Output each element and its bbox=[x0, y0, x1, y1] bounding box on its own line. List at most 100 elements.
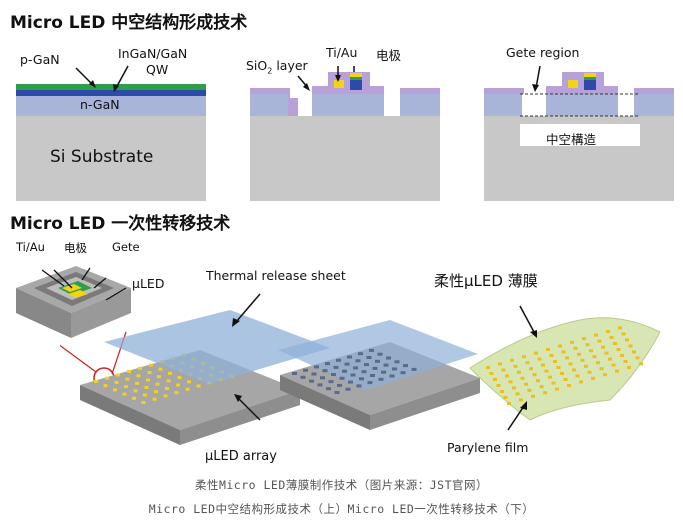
uled-chip bbox=[174, 391, 179, 395]
uled-chip bbox=[536, 379, 540, 383]
uled-chip bbox=[326, 387, 331, 391]
uled-chip bbox=[556, 366, 561, 369]
uled-chip bbox=[135, 381, 139, 385]
ingan-arrow bbox=[115, 65, 129, 89]
uled-chip bbox=[505, 374, 509, 378]
uled-chip bbox=[628, 344, 633, 348]
uled-chip bbox=[138, 366, 142, 370]
inset-electrode-label: 电极 bbox=[64, 241, 87, 255]
ingan-layer bbox=[16, 90, 206, 96]
gete-region-label: Gete region bbox=[506, 45, 580, 60]
uled-chip bbox=[611, 363, 616, 367]
uled-chip bbox=[325, 362, 330, 366]
inset-graphic bbox=[16, 266, 131, 338]
uled-chip bbox=[392, 367, 397, 371]
uled-chip bbox=[300, 375, 306, 379]
uled-chip bbox=[133, 389, 138, 393]
uled-chip bbox=[555, 387, 559, 391]
uled-chip bbox=[309, 379, 314, 383]
uled-chip bbox=[317, 383, 323, 387]
uled-chip bbox=[527, 388, 532, 392]
uled-chip bbox=[364, 363, 369, 367]
uled-chip bbox=[334, 391, 340, 394]
uled-chip bbox=[353, 366, 358, 370]
uled-chip bbox=[493, 378, 497, 381]
si-substrate-layer bbox=[16, 116, 206, 201]
uled-chip bbox=[400, 371, 406, 375]
uled-chip bbox=[498, 362, 502, 366]
inset-tiau-label: Ti/Au bbox=[16, 240, 45, 254]
hollow-structure-label: 中空構造 bbox=[546, 132, 597, 147]
uled-chip bbox=[587, 370, 592, 374]
uled-chip bbox=[563, 378, 568, 381]
uled-chip bbox=[599, 367, 604, 371]
p-gan-label: p-GaN bbox=[20, 52, 60, 67]
uled-chip bbox=[575, 374, 580, 378]
uled-chip bbox=[185, 387, 190, 391]
uled-chip bbox=[512, 386, 516, 390]
parylene-film-label: Parylene film bbox=[447, 440, 529, 455]
uled-chip bbox=[604, 351, 609, 355]
uled-chip bbox=[501, 368, 506, 372]
uled-chip bbox=[489, 372, 494, 375]
uled-chip bbox=[113, 388, 117, 392]
uled-chip bbox=[375, 359, 380, 363]
uled-chip bbox=[355, 359, 361, 363]
uled-chip bbox=[147, 371, 152, 374]
uled-chip bbox=[146, 378, 150, 382]
uled-chip bbox=[122, 392, 127, 396]
uled-chip bbox=[632, 350, 636, 354]
uled-chip bbox=[606, 330, 610, 333]
inset-gete-label: Gete bbox=[112, 240, 140, 254]
uled-chip bbox=[350, 373, 356, 377]
uled-chip bbox=[165, 386, 169, 390]
uled-chip bbox=[534, 351, 538, 355]
uled-chip bbox=[613, 342, 617, 345]
uled-chip bbox=[303, 368, 308, 372]
uled-chip bbox=[163, 394, 168, 398]
uled-chip bbox=[584, 364, 588, 368]
uled-chip bbox=[601, 345, 605, 349]
section1-title: Micro LED 中空结构形成技术 bbox=[10, 13, 248, 33]
uled-chip bbox=[386, 356, 391, 360]
transfer-process-graphic bbox=[60, 293, 661, 445]
uled-chip bbox=[585, 343, 590, 347]
uled-chip bbox=[339, 376, 345, 380]
uled-chip bbox=[372, 366, 378, 370]
uled-chip bbox=[166, 379, 171, 383]
uled-chip bbox=[515, 392, 520, 396]
uled-chip bbox=[603, 373, 607, 377]
uled-chip bbox=[500, 390, 504, 393]
uled-chip bbox=[331, 373, 336, 376]
uled-chip bbox=[496, 384, 501, 387]
uled-chip bbox=[579, 380, 583, 384]
electrode-structure-graphic bbox=[250, 66, 440, 201]
uled-chip bbox=[639, 362, 643, 366]
uled-chip bbox=[345, 387, 351, 391]
uled-chip bbox=[344, 362, 350, 366]
uled-chip bbox=[369, 348, 374, 352]
uled-chip bbox=[510, 358, 514, 362]
uled-chip bbox=[577, 352, 581, 356]
uled-chip bbox=[320, 376, 325, 380]
uled-chip bbox=[570, 340, 574, 344]
uled-chip bbox=[105, 376, 109, 380]
uled-chip bbox=[367, 381, 373, 385]
uled-chip bbox=[342, 369, 347, 373]
uled-chip bbox=[592, 355, 597, 359]
uled-chip bbox=[539, 385, 544, 389]
uled-chip bbox=[517, 370, 521, 374]
uled-chip bbox=[549, 354, 554, 357]
uled-chip bbox=[609, 336, 614, 339]
uled-chip bbox=[594, 333, 598, 337]
uled-chip bbox=[176, 383, 180, 387]
uled-chip bbox=[132, 396, 136, 400]
uled-chip bbox=[116, 373, 120, 377]
si-substrate-label: Si Substrate bbox=[50, 147, 154, 167]
uled-chip bbox=[389, 374, 395, 378]
uled-chip bbox=[548, 375, 552, 379]
uled-chip bbox=[292, 372, 297, 375]
uled-chip bbox=[597, 339, 602, 343]
flexible-film bbox=[469, 317, 661, 421]
uled-chip bbox=[394, 360, 400, 364]
